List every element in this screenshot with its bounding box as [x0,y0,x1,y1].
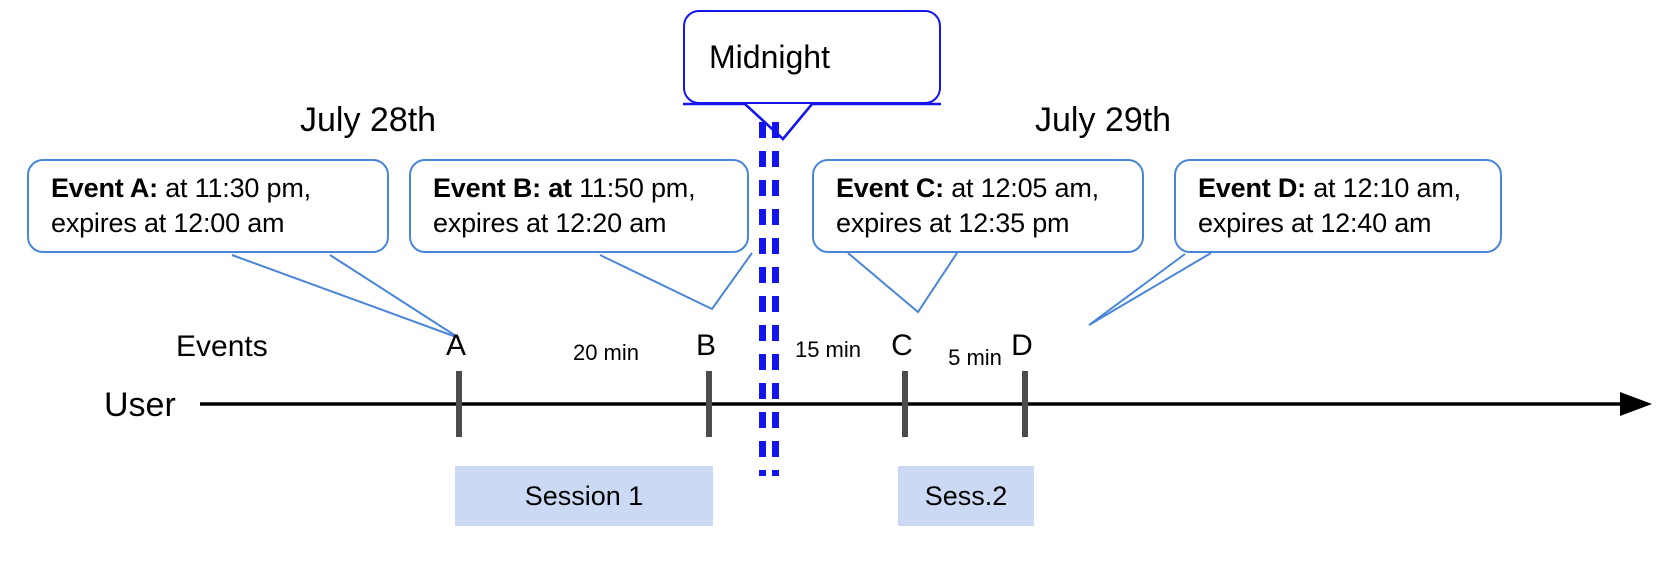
tick-label-b: B [695,329,716,362]
leader-line-d [1088,252,1212,326]
event-callout-d: Event D: at 12:10 am, expires at 12:40 a… [1174,159,1502,253]
event-b-line2: expires at 12:20 am [433,208,667,239]
tick-mark-a [456,371,462,437]
events-row-label: Events [176,330,268,363]
event-callout-c: Event C: at 12:05 am, expires at 12:35 p… [812,159,1144,253]
event-b-prefix: Event B: at [433,173,572,203]
tick-label-c: C [891,329,913,362]
midnight-dashed-line-left [759,122,766,476]
leader-line-b [599,252,753,311]
event-callout-b: Event B: at 11:50 pm, expires at 12:20 a… [409,159,749,253]
midnight-label: Midnight [709,38,830,75]
event-d-line2: expires at 12:40 am [1198,208,1432,239]
midnight-tail [683,102,941,141]
session-box-1: Session 1 [455,466,713,526]
event-a-line2: expires at 12:00 am [51,208,285,239]
event-a-rest: at 11:30 pm, [157,173,311,203]
event-c-line2: expires at 12:35 pm [836,208,1070,239]
event-d-prefix: Event D: [1198,173,1306,203]
duration-label-cd: 5 min [948,345,1002,370]
tick-mark-d [1022,371,1028,437]
tick-label-a: A [445,329,466,362]
duration-label-bc: 15 min [794,337,862,362]
timeline-arrowhead [1620,392,1652,416]
event-b-rest: 11:50 pm, [571,173,696,203]
tick-label-d: D [1011,329,1033,362]
session-2-label: Sess.2 [924,480,1008,511]
leader-line-a [231,254,460,339]
tick-mark-b [706,371,712,437]
day-label-july-29: July 29th [1035,101,1172,139]
day-label-july-28: July 28th [300,101,437,139]
event-d-line1: Event D: at 12:10 am, [1198,171,1486,206]
event-d-rest: at 12:10 am, [1305,173,1461,203]
duration-label-ab: 20 min [572,340,640,365]
event-a-prefix: Event A: [51,173,158,203]
leader-line-c [847,252,958,314]
event-c-line1: Event C: at 12:05 am, [836,171,1128,206]
session-1-label: Session 1 [524,480,644,511]
event-a-line1: Event A: at 11:30 pm, [51,171,373,206]
event-c-prefix: Event C: [836,173,944,203]
event-c-rest: at 12:05 am, [943,173,1099,203]
user-row-label: User [104,386,176,424]
session-box-2: Sess.2 [898,466,1034,526]
event-b-line1: Event B: at 11:50 pm, [433,171,733,206]
event-callout-a: Event A: at 11:30 pm, expires at 12:00 a… [27,159,389,253]
midnight-callout: Midnight [683,10,941,104]
midnight-dashed-line-right [772,122,779,476]
tick-mark-c [902,371,908,437]
